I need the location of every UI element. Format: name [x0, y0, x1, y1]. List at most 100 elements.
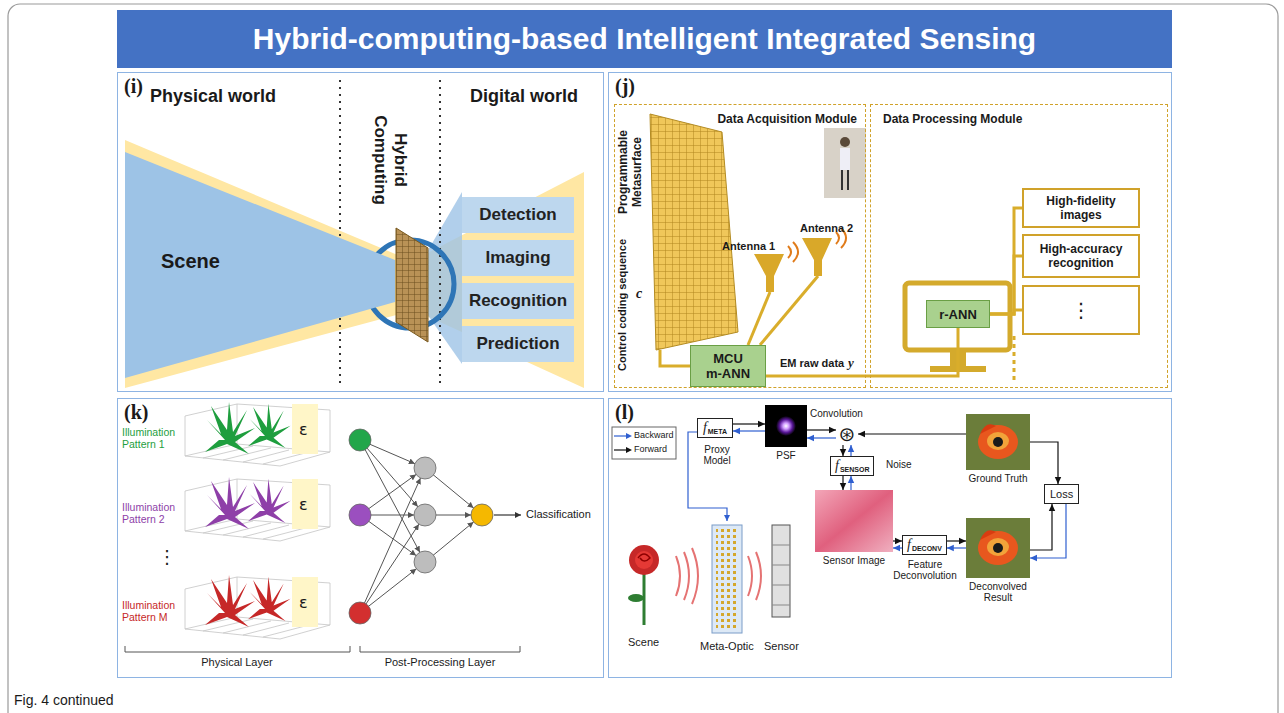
arrow-head: [858, 431, 865, 437]
panel-l-art-part: [772, 525, 790, 617]
part-label: Scene: [628, 636, 659, 648]
node-text: Loss: [1050, 488, 1073, 500]
function-symbol: f: [907, 537, 911, 553]
symbol-label: ε: [299, 420, 308, 439]
panel-k-art-part: [349, 429, 371, 451]
connector-line: [1030, 504, 1066, 558]
operation-label: Noise: [886, 459, 912, 470]
panel-k-art-part: [349, 504, 371, 526]
panel-l-art-part: [635, 551, 653, 569]
model-label: Proxy Model: [695, 444, 739, 466]
function-subscript: META: [708, 428, 727, 435]
legend-sample: [614, 435, 626, 436]
panel-k-art-part: [185, 479, 330, 541]
network-box: r-ANN: [926, 300, 990, 328]
arrow-head: [1030, 555, 1037, 561]
arrow-head: [1049, 504, 1055, 511]
output-box: ⋮: [1022, 285, 1140, 335]
function-symbol: f: [703, 420, 707, 436]
connector: [848, 476, 854, 490]
image-caption: PSF: [765, 450, 807, 461]
connector: [733, 428, 765, 434]
legend-sample: [614, 449, 626, 450]
region-label: Physical world: [150, 86, 276, 107]
legend-sample: [626, 433, 632, 439]
panel-k-art-part: [360, 440, 425, 562]
panel-frame: (k): [117, 398, 604, 678]
panel-k-art-part: [360, 515, 425, 562]
panel-j-art-part: [760, 276, 818, 345]
output-box: High-fidelity images: [1022, 188, 1140, 228]
node-text: High-accuracy recognition: [1030, 242, 1132, 270]
arrow-head: [829, 427, 836, 433]
node-text: Imaging: [485, 248, 550, 268]
pattern-label: Illumination Pattern 1: [122, 426, 184, 450]
connector: [947, 545, 966, 551]
node-text: Recognition: [469, 291, 567, 311]
connector-line: [990, 310, 1022, 314]
figure-caption: Fig. 4 continued: [14, 692, 114, 708]
legend-sample: [614, 432, 632, 440]
panel-l-art-part: [612, 427, 676, 459]
panel-k-art-part: [185, 404, 330, 466]
panel-k-art-part: [414, 457, 436, 479]
connector-line: [990, 256, 1022, 314]
panel-j-art-part: [840, 137, 850, 147]
legend-text: Forward: [634, 444, 667, 454]
image-caption: Sensor Image: [815, 555, 893, 566]
panel-j-art-part: [802, 238, 832, 276]
symbol-label: ε: [299, 495, 308, 514]
panel-j-art-part: [788, 242, 798, 262]
arrow-head: [840, 449, 846, 456]
antenna-label: Antenna 2: [800, 222, 853, 234]
panel-l-art-part: [748, 552, 761, 600]
panel-l-art-part: [966, 414, 1030, 470]
function-box: fSENSOR: [830, 456, 874, 476]
arrow-head: [758, 421, 765, 427]
panel-l-art-part: [772, 545, 790, 605]
output-box: High-accuracy recognition: [1022, 234, 1140, 278]
operation-label: Convolution: [810, 408, 863, 419]
connector-line: [1030, 442, 1058, 484]
loss-box: Loss: [1044, 484, 1079, 504]
arrow-head: [893, 545, 900, 551]
arrow-head: [733, 428, 740, 434]
connector: [848, 445, 854, 456]
figure-title: Hybrid-computing-based Intelligent Integ…: [253, 22, 1036, 56]
arrow-head: [947, 545, 954, 551]
connector-line: [766, 328, 958, 376]
arrow-head: [840, 483, 846, 490]
task-box: Imaging: [462, 240, 574, 276]
layer-label: Post-Processing Layer: [385, 656, 496, 668]
connector: [893, 538, 902, 544]
panel-k-art-part: [471, 504, 493, 526]
node-text: r-ANN: [939, 307, 977, 322]
scene-shape: Scene: [125, 152, 395, 378]
panel-l-art-part: [676, 548, 698, 604]
panel-j-art-part: [824, 128, 866, 198]
panel-j-art-part: [1013, 336, 1016, 382]
connector-line: [1030, 504, 1052, 550]
panel-k-art-part: [360, 562, 425, 613]
connector: [766, 328, 958, 376]
connector: [840, 445, 846, 456]
panel-k-art-part: [414, 551, 436, 573]
node-text: m-ANN: [706, 366, 750, 381]
panel-label: (j): [615, 75, 635, 98]
panel-label: (l): [615, 401, 634, 424]
connector: [807, 427, 836, 433]
function-symbol: f: [835, 458, 839, 474]
panel-k-art-part: [360, 468, 425, 515]
panel-i-art-part: [125, 140, 400, 388]
node-text: ⊛: [839, 422, 856, 446]
layer-label: Physical Layer: [201, 656, 273, 668]
connector: [990, 256, 1022, 314]
function-box: fMETA: [697, 418, 733, 438]
image-caption: Ground Truth: [958, 473, 1038, 484]
panel-k-art-part: [205, 575, 291, 627]
scene-outline: [125, 152, 395, 378]
metasurface: Programmable Metasurface: [616, 110, 742, 350]
function-subscript: SENSOR: [840, 466, 870, 473]
node-text: ⋮: [1071, 298, 1091, 322]
